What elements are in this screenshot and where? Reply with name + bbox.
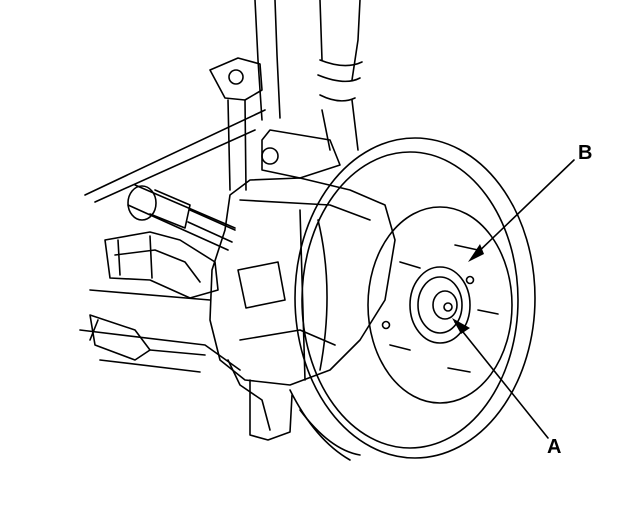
brake-caliper: [209, 129, 396, 441]
brake-disc: [289, 137, 536, 461]
callout-a: A: [547, 436, 562, 458]
arrow-head-a: [452, 318, 470, 334]
leader-line-a: [454, 321, 549, 439]
leader-lines: [454, 159, 575, 439]
wheel-hub: [381, 244, 499, 373]
lower-arm-bracket: [104, 231, 219, 299]
subframe-lines: [79, 109, 266, 373]
arrow-head-b: [468, 244, 484, 262]
sensor-cable: [89, 314, 206, 361]
strut-assembly: [209, 0, 363, 191]
tie-rod: [127, 184, 236, 251]
leader-line-b: [471, 159, 575, 259]
callout-b: B: [578, 142, 593, 164]
